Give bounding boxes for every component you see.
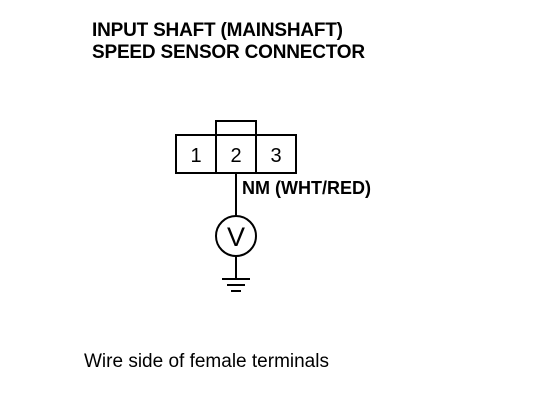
wire-color-label: NM (WHT/RED) — [242, 178, 371, 198]
terminal-2: 2 — [230, 145, 241, 167]
diagram-title: INPUT SHAFT (MAINSHAFT) SPEED SENSOR CON… — [92, 20, 365, 64]
connector-body — [175, 134, 297, 174]
connector-housing — [175, 120, 297, 174]
terminal-3: 3 — [270, 145, 281, 167]
connector-lock-tab — [215, 120, 257, 136]
voltmeter-icon: V — [215, 215, 257, 257]
title-line-2: SPEED SENSOR CONNECTOR — [92, 42, 365, 63]
terminal-1: 1 — [190, 145, 201, 167]
view-caption: Wire side of female terminals — [84, 351, 329, 372]
ground-icon — [222, 278, 250, 292]
voltmeter-symbol: V — [227, 222, 245, 252]
connector-terminals: 1 2 3 — [190, 145, 281, 167]
title-line-1: INPUT SHAFT (MAINSHAFT) — [92, 20, 343, 41]
